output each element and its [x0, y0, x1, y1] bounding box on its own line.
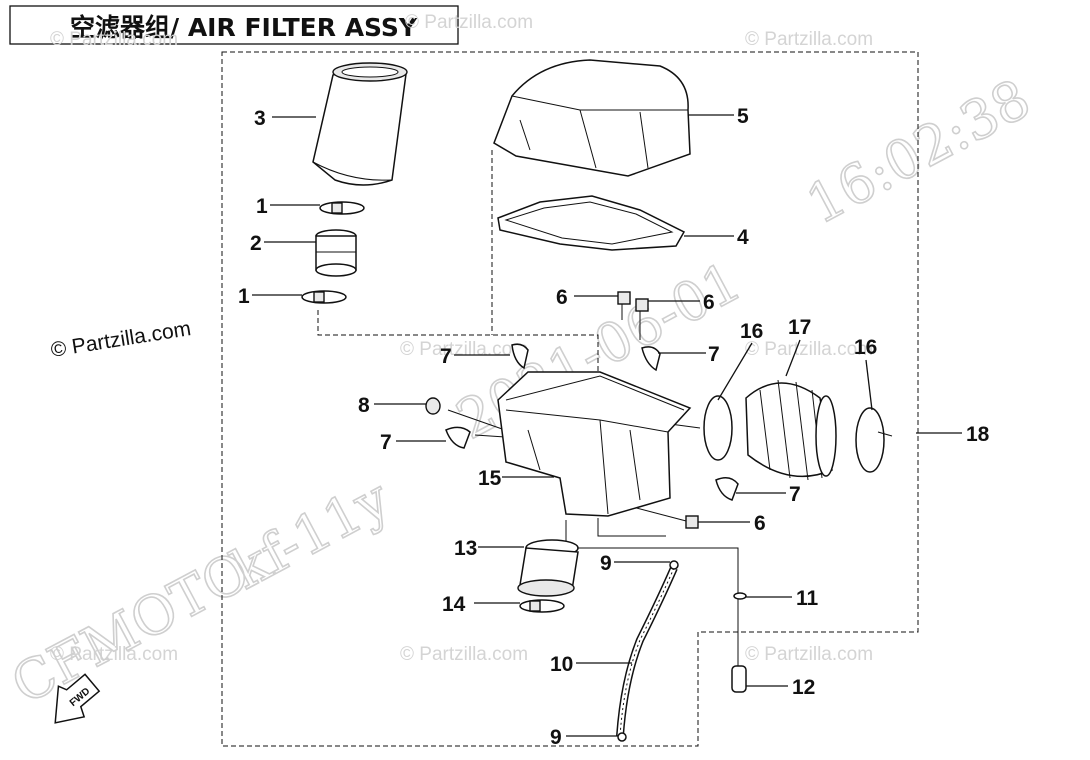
watermark-partzilla: © Partzilla.com	[50, 29, 178, 50]
air-filter-cover	[493, 59, 691, 177]
watermark-partzilla: © Partzilla.com	[745, 339, 873, 360]
watermark-partzilla: © Partzilla.com	[745, 644, 873, 665]
duct-clamp-right	[855, 407, 885, 473]
airbox-body	[497, 371, 692, 517]
spring-clips	[445, 343, 739, 501]
duct-clamp-left	[703, 395, 733, 461]
drain-clip	[733, 592, 747, 600]
callout-9: 9	[550, 726, 562, 749]
callout-11: 11	[796, 587, 819, 610]
callout-9: 9	[600, 552, 612, 575]
outlet-boot	[517, 539, 579, 597]
hose-clamp-upper	[319, 201, 365, 215]
callout-1: 1	[256, 195, 268, 218]
callout-4: 4	[737, 226, 749, 249]
callout-7: 7	[440, 345, 452, 368]
watermark-brand: CFMOTO	[2, 539, 260, 716]
clip-fasteners	[617, 291, 699, 529]
watermark-partzilla: © Partzilla.com	[405, 12, 533, 33]
callout-5: 5	[737, 105, 749, 128]
callout-7: 7	[708, 343, 720, 366]
callout-16: 16	[740, 320, 763, 343]
callout-18: 18	[966, 423, 990, 446]
grommet	[425, 397, 441, 415]
callout-6: 6	[556, 286, 568, 309]
intake-duct	[745, 379, 837, 481]
copyright-notice: © Partzilla.com	[49, 317, 192, 362]
drain-hose	[616, 566, 678, 737]
callout-7: 7	[380, 431, 392, 454]
watermark-partzilla: © Partzilla.com	[400, 644, 528, 665]
callout-1: 1	[238, 285, 250, 308]
drain-plug	[731, 665, 747, 693]
callout-10: 10	[550, 653, 573, 676]
callout-13: 13	[454, 537, 477, 560]
watermark-partzilla: © Partzilla.com	[50, 644, 178, 665]
callout-labels: 3 1 2 1 5 4 6 6 7 7 16 17 16 8 7 18 15 7…	[238, 105, 990, 749]
callout-8: 8	[358, 394, 370, 417]
page-title: 空滤器组/ AIR FILTER ASSY	[70, 13, 418, 42]
callout-15: 15	[478, 467, 502, 490]
callout-7: 7	[789, 483, 801, 506]
callout-6: 6	[754, 512, 766, 535]
title-block: 空滤器组/ AIR FILTER ASSY	[9, 5, 459, 45]
hose-clamp-lower	[301, 290, 347, 304]
hose-clips	[617, 560, 679, 742]
watermark-partzilla: © Partzilla.com	[400, 339, 528, 360]
assembly-outline	[221, 51, 919, 747]
callout-6: 6	[703, 291, 715, 314]
cover-gasket	[497, 195, 686, 251]
leader-lines	[252, 114, 962, 737]
callout-2: 2	[250, 232, 262, 255]
callout-12: 12	[792, 676, 815, 699]
callout-3: 3	[254, 107, 266, 130]
callout-17: 17	[788, 316, 811, 339]
filter-coupler	[315, 229, 357, 277]
outlet-clamp	[519, 599, 565, 613]
callout-14: 14	[442, 593, 466, 616]
callout-16: 16	[854, 336, 877, 359]
watermark-partzilla: © Partzilla.com	[745, 29, 873, 50]
filter-element	[312, 62, 408, 186]
